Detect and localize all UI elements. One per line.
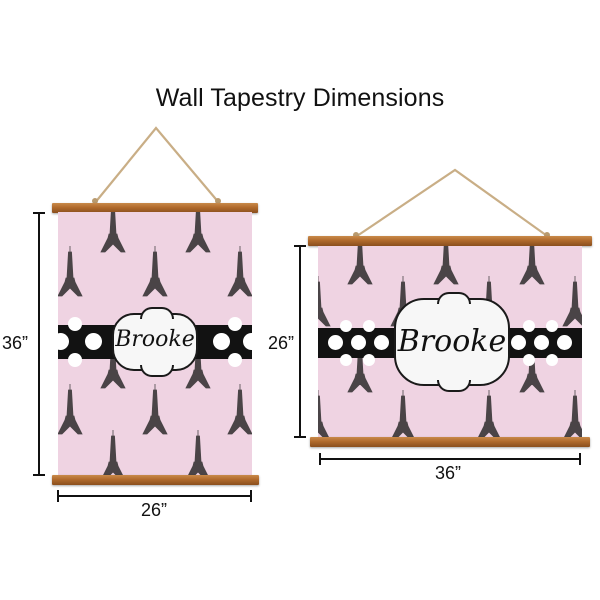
tapestry-fabric: Brooke — [58, 212, 252, 476]
personalized-name: Brooke — [397, 324, 507, 359]
top-dowel — [52, 203, 258, 213]
name-label-frame: Brooke — [112, 307, 198, 377]
width-label: 36” — [435, 463, 462, 483]
width-dimension-line — [320, 458, 580, 460]
page-title: Wall Tapestry Dimensions — [155, 84, 445, 112]
height-label: 36” — [2, 333, 29, 353]
bottom-dowel — [310, 437, 590, 447]
name-label-frame: Brooke — [394, 292, 510, 392]
personalized-name: Brooke — [115, 327, 195, 352]
dim-tick — [33, 474, 45, 476]
height-dimension-line — [299, 246, 301, 437]
dim-tick — [319, 453, 321, 465]
height-label: 26” — [268, 333, 295, 353]
width-label: 26” — [141, 500, 168, 520]
width-dimension-line — [58, 495, 251, 497]
top-dowel — [308, 236, 592, 246]
dim-tick — [579, 453, 581, 465]
tapestry-fabric: Brooke — [318, 246, 582, 437]
dim-tick — [294, 245, 306, 247]
dim-tick — [250, 490, 252, 502]
dim-tick — [294, 436, 306, 438]
dim-tick — [57, 490, 59, 502]
height-dimension-line — [38, 213, 40, 475]
dim-tick — [33, 212, 45, 214]
bottom-dowel — [52, 475, 259, 485]
